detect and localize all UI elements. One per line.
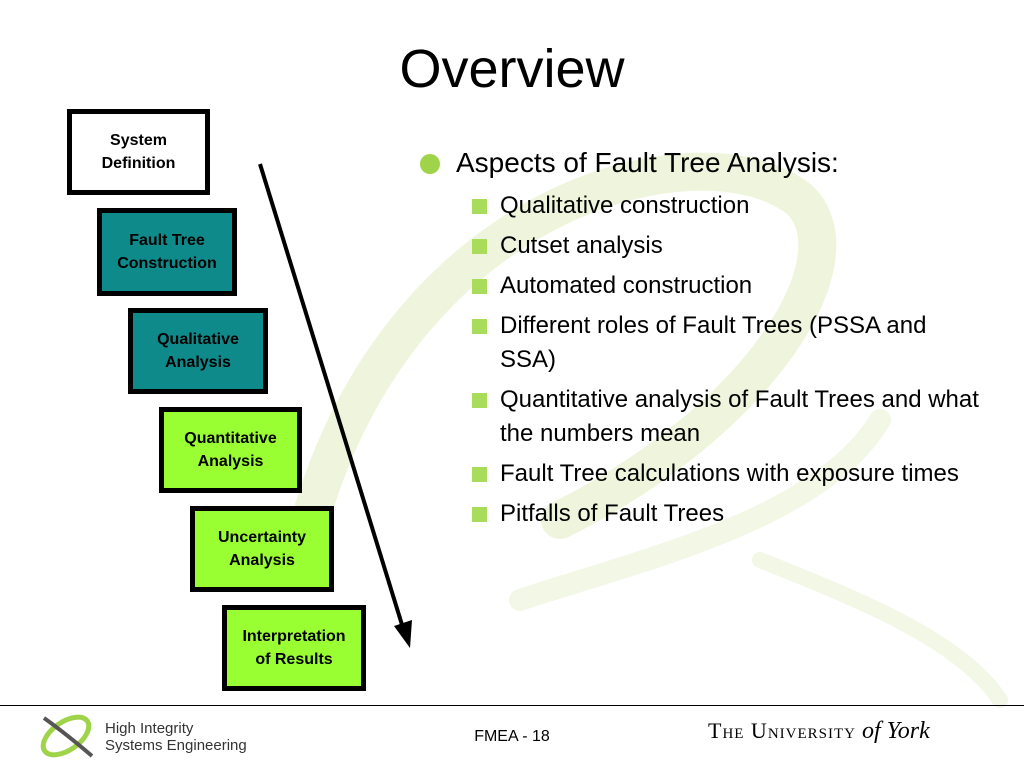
york-logo-of-york: of York [861,718,930,744]
hise-logo-icon [40,714,94,758]
main-bullet-text: Aspects of Fault Tree Analysis: [456,147,839,178]
stage-system-definition: System Definition [67,109,210,195]
stage-label: Quantitative Analysis [184,430,277,470]
stage-label: System Definition [101,132,176,172]
green-square-bullet-icon [472,393,487,408]
main-bullet: Aspects of Fault Tree Analysis: [420,145,980,181]
page-label: FMEA - 18 [474,728,550,745]
stage-quantitative-analysis: Quantitative Analysis [159,407,302,493]
green-circle-bullet-icon [420,154,440,174]
green-square-bullet-icon [472,239,487,254]
green-square-bullet-icon [472,507,487,522]
list-item-text: Qualitative construction [500,192,750,219]
york-logo-the-university: The University [708,718,856,743]
bullet-section: Aspects of Fault Tree Analysis: Qualitat… [420,145,980,537]
green-square-bullet-icon [472,279,487,294]
footer-divider [0,705,1024,706]
sub-bullet-list: Qualitative construction Cutset analysis… [472,189,980,531]
list-item: Automated construction [472,269,980,303]
list-item: Cutset analysis [472,229,980,263]
university-of-york-logo: The University of York [708,718,930,745]
stage-uncertainty-analysis: Uncertainty Analysis [190,506,334,592]
green-square-bullet-icon [472,319,487,334]
list-item-text: Different roles of Fault Trees (PSSA and… [500,312,927,373]
stage-label: Interpretation of Results [242,628,346,668]
list-item: Fault Tree calculations with exposure ti… [472,457,980,491]
stage-qualitative-analysis: Qualitative Analysis [128,308,268,394]
stage-label: Fault Tree Construction [117,232,217,272]
green-square-bullet-icon [472,467,487,482]
list-item-text: Automated construction [500,272,753,299]
stage-interpretation-of-results: Interpretation of Results [222,605,366,691]
list-item: Qualitative construction [472,189,980,223]
list-item: Different roles of Fault Trees (PSSA and… [472,309,980,377]
list-item-text: Fault Tree calculations with exposure ti… [500,460,959,487]
hise-logo-text: High Integrity Systems Engineering [105,720,247,754]
stage-label: Qualitative Analysis [157,331,239,371]
list-item-text: Cutset analysis [500,232,663,259]
stage-label: Uncertainty Analysis [217,529,307,569]
green-square-bullet-icon [472,199,487,214]
slide-title: Overview [399,39,625,99]
list-item-text: Quantitative analysis of Fault Trees and… [500,386,979,447]
list-item-text: Pitfalls of Fault Trees [500,500,725,527]
list-item: Pitfalls of Fault Trees [472,497,980,531]
stage-fault-tree-construction: Fault Tree Construction [97,208,237,296]
list-item: Quantitative analysis of Fault Trees and… [472,383,980,451]
